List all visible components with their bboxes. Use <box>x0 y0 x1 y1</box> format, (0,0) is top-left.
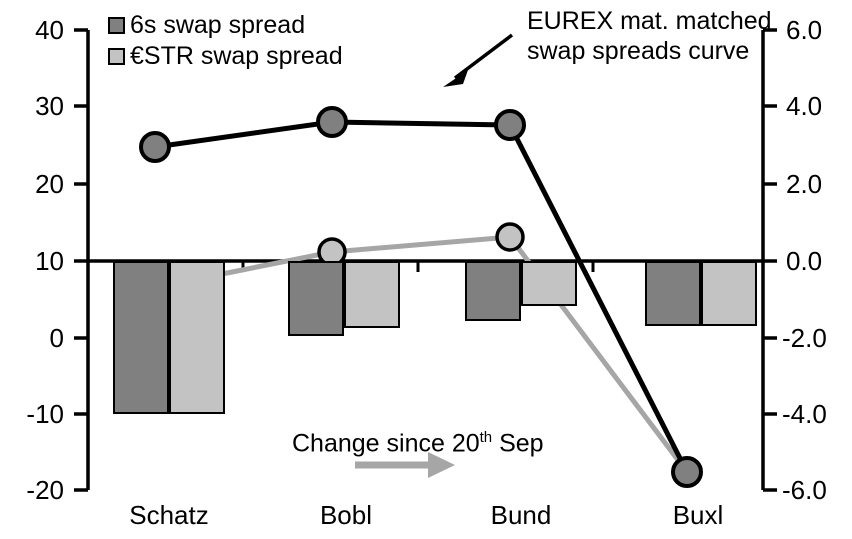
y-left-tick-m20: -20 <box>26 475 64 505</box>
bar-schatz-estr <box>169 261 225 414</box>
x-category-bund: Bund <box>490 500 552 530</box>
chart-legend: 6s swap spread €STR swap spread <box>108 10 343 72</box>
y-right-tick-m6: -6.0 <box>782 475 827 505</box>
x-category-schatz: Schatz <box>129 500 209 530</box>
legend-label-estr: €STR swap spread <box>130 42 343 70</box>
bar-bund-estr <box>521 261 577 306</box>
eurex-curve-annotation-line2: swap spreads curve <box>527 37 750 65</box>
legend-swatch-icon-6s <box>108 17 125 34</box>
x-category-buxl: Buxl <box>672 500 724 530</box>
series-eurex-curve-line <box>139 106 703 488</box>
y-left-tick-0: 0 <box>49 323 64 353</box>
bar-bobl-6s <box>288 261 344 336</box>
left-axis <box>74 28 90 492</box>
x-category-bobl: Bobl <box>319 500 373 530</box>
change-since-arrow-icon <box>355 452 455 478</box>
y-right-tick-2: 2.0 <box>786 169 823 199</box>
legend-label-6s: 6s swap spread <box>130 11 306 39</box>
y-right-tick-m2: -2.0 <box>782 323 827 353</box>
change-since-annotation: Change since 20th Sep <box>292 425 544 456</box>
bar-bund-6s <box>465 261 521 321</box>
legend-swatch-icon-estr <box>108 48 125 65</box>
right-axis <box>761 28 777 492</box>
y-left-tick-20: 20 <box>35 169 64 199</box>
eurex-curve-annotation-line1: EUREX mat. matched <box>527 7 772 35</box>
y-left-tick-30: 30 <box>35 91 64 121</box>
y-left-tick-40: 40 <box>35 15 64 45</box>
legend-item-estr-swap-spread: €STR swap spread <box>108 41 343 72</box>
eurex-curve-annotation: EUREX mat. matched swap spreads curve <box>527 6 772 66</box>
y-right-tick-m4: -4.0 <box>782 399 827 429</box>
y-left-tick-m10: -10 <box>26 399 64 429</box>
bar-bobl-estr <box>344 261 400 328</box>
y-left-tick-10: 10 <box>35 246 64 276</box>
change-since-prefix: Change since 20 <box>292 429 480 458</box>
y-right-tick-4: 4.0 <box>786 91 823 121</box>
bar-buxl-estr <box>701 261 757 326</box>
bar-schatz-6s <box>113 261 169 414</box>
y-right-tick-6: 6.0 <box>786 15 823 45</box>
annotation-arrow-icon <box>443 33 514 87</box>
bar-buxl-6s <box>645 261 701 326</box>
change-since-suffix: Sep <box>492 429 544 458</box>
legend-item-6s-swap-spread: 6s swap spread <box>108 10 343 41</box>
change-since-superscript: th <box>479 429 493 446</box>
y-right-tick-0: 0.0 <box>786 246 823 276</box>
